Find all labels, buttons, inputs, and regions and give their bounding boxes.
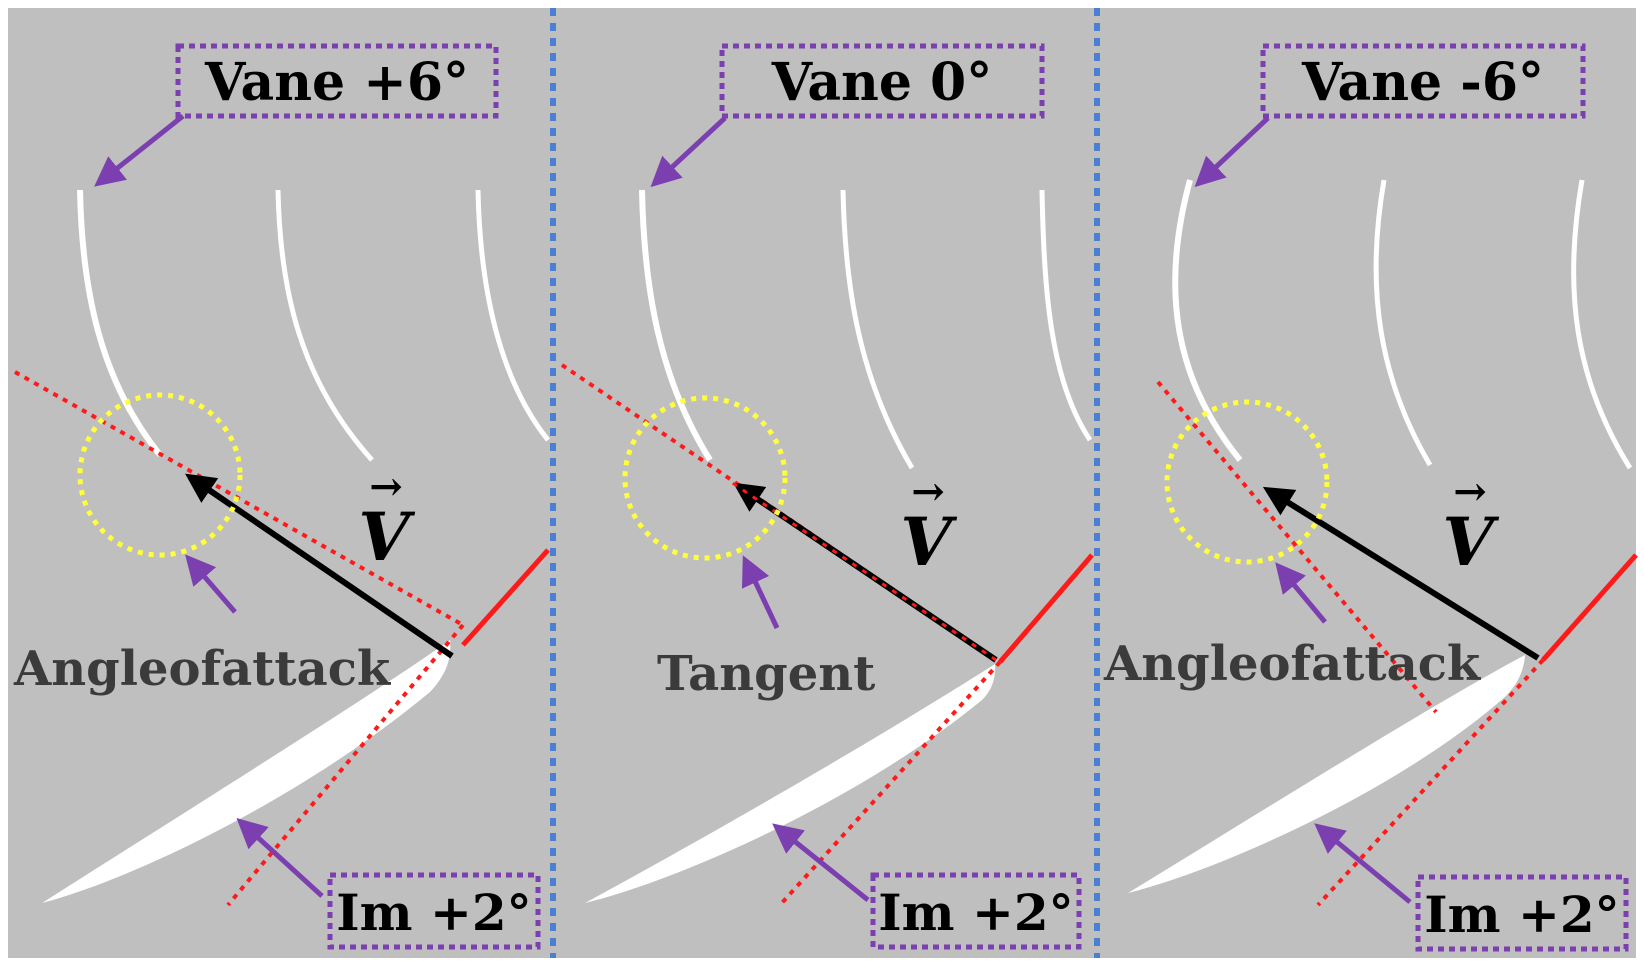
vector-symbol: V (1442, 503, 1499, 581)
guide-vane-3 (1039, 189, 1093, 442)
vane-pointer-arrow (1194, 116, 1270, 188)
guide-vane-3 (475, 189, 550, 442)
vane-pointer-arrow (650, 116, 727, 188)
runner-tangent-line (998, 553, 1094, 664)
vane-label: Vane -6° (1301, 52, 1544, 113)
guide-vane-2 (840, 189, 915, 470)
im-label-box (870, 872, 1082, 950)
guide-vane-1 (639, 189, 713, 462)
im-label: Im +2° (336, 883, 531, 942)
vector-accent: → (369, 463, 403, 510)
im-pointer-arrow (772, 823, 870, 902)
guide-vane-2 (1373, 179, 1433, 467)
runner-blade (1128, 655, 1525, 893)
runner-tangent-line (1541, 553, 1638, 662)
vane-label: Vane 0° (771, 52, 992, 113)
annotation-pointer-arrow (185, 554, 237, 614)
guide-vane-1 (77, 189, 163, 457)
vane-label-box (175, 43, 499, 119)
im-pointer-arrow (1314, 823, 1412, 904)
im-pointer-arrow (236, 817, 324, 898)
vane-label: Vane +6° (204, 52, 469, 113)
im-label-box (1415, 874, 1629, 952)
annotation-label: Angleofattack (13, 641, 392, 697)
im-label: Im +2° (1424, 885, 1619, 944)
annotation-label: Angleofattack (1103, 636, 1482, 692)
vane-pointer-arrow (94, 114, 185, 187)
diagram-background (8, 8, 1636, 958)
guide-vane-2 (275, 189, 374, 462)
vane-label-box (1260, 43, 1586, 119)
panel-vane-plus6: Vane +6° → V Angleofattack Im +2° (13, 43, 550, 950)
tangent-highlight-circle (622, 395, 788, 561)
im-label-box (327, 872, 541, 950)
velocity-arrow (185, 473, 454, 659)
velocity-arrow (1262, 486, 1540, 661)
im-label: Im +2° (878, 883, 1073, 942)
vector-accent: → (911, 468, 945, 515)
blade-tangent-line (1316, 658, 1545, 907)
annotation-label: Tangent (657, 646, 875, 702)
vector-accent: → (1453, 468, 1487, 515)
panel-vane-minus6: Vane -6° → V Angleofattack Im +2° (1103, 43, 1638, 952)
attack-highlight-circle (1164, 399, 1330, 565)
vane-label-box (719, 43, 1045, 119)
annotation-pointer-arrow (741, 555, 780, 630)
annotation-pointer-arrow (1275, 562, 1327, 624)
runner-tangent-line (461, 548, 550, 647)
attack-highlight-circle (77, 392, 243, 558)
panel-vane-zero: Vane 0° → V Tangent Im +2° (560, 43, 1094, 950)
guide-vane-3 (1571, 179, 1633, 470)
vector-symbol: V (358, 498, 415, 576)
guide-vane-1 (1172, 179, 1243, 462)
vector-symbol: V (900, 503, 957, 581)
